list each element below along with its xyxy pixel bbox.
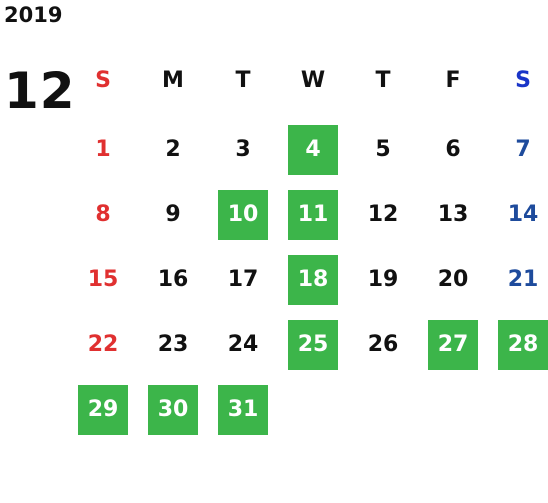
- weekday-header-tue: T: [235, 68, 251, 93]
- calendar-day[interactable]: 20: [437, 267, 469, 292]
- calendar-day[interactable]: 21: [507, 267, 539, 292]
- weekday-header-thu: T: [375, 68, 391, 93]
- calendar-day[interactable]: 15: [87, 267, 119, 292]
- calendar-day[interactable]: 14: [507, 202, 539, 227]
- weekday-header-mon: M: [162, 68, 184, 93]
- calendar-day-highlighted[interactable]: 18: [288, 255, 338, 305]
- calendar-day-highlighted[interactable]: 28: [498, 320, 548, 370]
- weekday-header-wed: W: [300, 68, 326, 93]
- calendar-day-highlighted[interactable]: 10: [218, 190, 268, 240]
- calendar-day[interactable]: 19: [367, 267, 399, 292]
- calendar-day[interactable]: 23: [157, 332, 189, 357]
- calendar-day[interactable]: 12: [367, 202, 399, 227]
- calendar-day[interactable]: 7: [515, 137, 531, 162]
- year-label: 2019: [4, 3, 63, 27]
- calendar-day[interactable]: 17: [227, 267, 259, 292]
- calendar-day-highlighted[interactable]: 29: [78, 385, 128, 435]
- calendar-day-highlighted[interactable]: 27: [428, 320, 478, 370]
- month-label: 12: [4, 62, 76, 120]
- weekday-header-sun: S: [95, 68, 111, 93]
- calendar-day[interactable]: 24: [227, 332, 259, 357]
- calendar-day[interactable]: 1: [95, 137, 111, 162]
- calendar-day[interactable]: 26: [367, 332, 399, 357]
- calendar-day-highlighted[interactable]: 31: [218, 385, 268, 435]
- calendar-day[interactable]: 5: [375, 137, 391, 162]
- calendar-day[interactable]: 16: [157, 267, 189, 292]
- calendar-day-highlighted[interactable]: 25: [288, 320, 338, 370]
- calendar-day[interactable]: 6: [445, 137, 461, 162]
- weekday-header-fri: F: [445, 68, 461, 93]
- calendar-day-highlighted[interactable]: 11: [288, 190, 338, 240]
- calendar-day[interactable]: 9: [165, 202, 181, 227]
- calendar-day-highlighted[interactable]: 4: [288, 125, 338, 175]
- calendar-day[interactable]: 13: [437, 202, 469, 227]
- calendar-day[interactable]: 3: [235, 137, 251, 162]
- weekday-header-sat: S: [515, 68, 531, 93]
- calendar-day[interactable]: 2: [165, 137, 181, 162]
- calendar-day[interactable]: 8: [95, 202, 111, 227]
- calendar-day[interactable]: 22: [87, 332, 119, 357]
- calendar-day-highlighted[interactable]: 30: [148, 385, 198, 435]
